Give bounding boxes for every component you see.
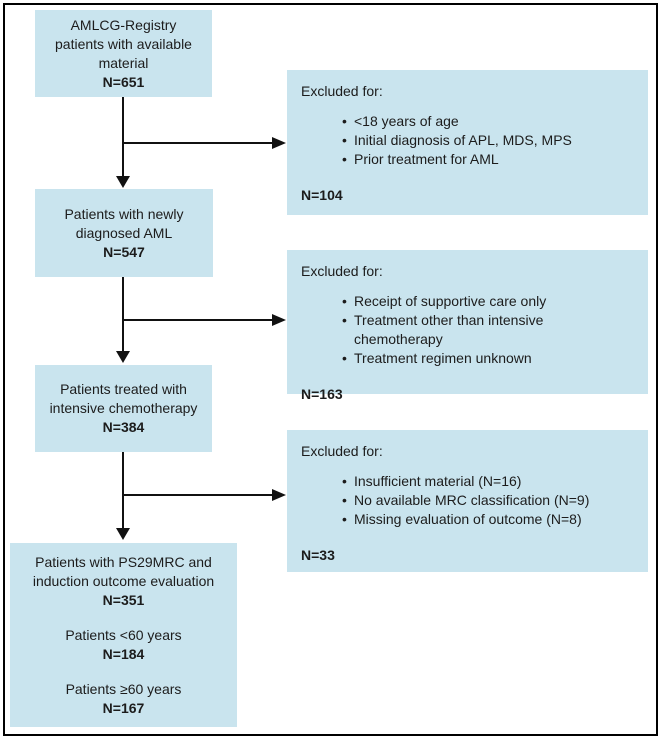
arrow-line-right-3 <box>122 494 272 496</box>
exclusion-list: • <18 years of age • Initial diagnosis o… <box>301 112 634 169</box>
box-line: Patients <60 years <box>65 626 182 643</box>
exclusion-item-text: Prior treatment for AML <box>354 151 499 167</box>
box-line: patients with available <box>55 35 192 52</box>
arrow-line-down-1 <box>122 97 124 177</box>
box-line: diagnosed AML <box>75 224 173 241</box>
bullet-icon: • <box>342 113 347 129</box>
exclusion-item-text: No available MRC classification (N=9) <box>354 492 590 508</box>
exclusion-header: Excluded for: <box>301 443 383 459</box>
box-line: Patients with newly <box>64 205 184 222</box>
arrow-line-right-1 <box>122 142 272 144</box>
exclusion-header: Excluded for: <box>301 83 383 99</box>
bullet-icon: • <box>342 132 347 148</box>
exclusion-item: • Missing evaluation of outcome (N=8) <box>301 510 634 529</box>
box-line: induction outcome evaluation <box>32 572 215 589</box>
exclusion-item: • Treatment other than intensive chemoth… <box>301 311 634 349</box>
box-line: AMLCG-Registry <box>70 16 177 33</box>
exclusion-item: • Treatment regimen unknown <box>301 349 634 368</box>
count-label: N=167 <box>102 699 145 716</box>
bullet-icon: • <box>342 492 347 508</box>
count-label: N=104 <box>301 187 343 203</box>
final-group-all: Patients with PS29MRC and induction outc… <box>10 553 237 610</box>
exclusion-item: • Insufficient material (N=16) <box>301 472 634 491</box>
arrowhead-right-1 <box>272 137 286 149</box>
flow-box-intensive-chemo: Patients treated with intensive chemothe… <box>35 365 212 452</box>
exclusion-list: • Insufficient material (N=16) • No avai… <box>301 472 634 529</box>
exclusion-item-text: <18 years of age <box>354 113 459 129</box>
box-line: Patients with PS29MRC and <box>35 553 212 570</box>
count-label: N=163 <box>301 386 343 402</box>
arrow-line-down-2 <box>122 277 124 352</box>
arrowhead-down-1 <box>116 176 130 188</box>
exclusion-item-text: Treatment regimen unknown <box>354 350 532 366</box>
count-label: N=547 <box>103 243 145 260</box>
arrowhead-down-3 <box>116 528 130 540</box>
flow-box-registry: AMLCG-Registry patients with available m… <box>35 10 212 97</box>
exclusion-item-text: Initial diagnosis of APL, MDS, MPS <box>354 132 572 148</box>
arrowhead-right-3 <box>272 489 286 501</box>
bullet-icon: • <box>342 350 347 366</box>
box-line: intensive chemotherapy <box>49 400 198 416</box>
exclusion-item: • <18 years of age <box>301 112 634 131</box>
count-label: N=33 <box>301 547 335 563</box>
count-label: N=351 <box>102 591 145 608</box>
exclusion-item: • Receipt of supportive care only <box>301 292 634 311</box>
count-label: N=651 <box>102 73 145 90</box>
flow-box-final: Patients with PS29MRC and induction outc… <box>10 543 237 727</box>
box-line: Patients treated with <box>60 381 187 397</box>
bullet-icon: • <box>342 473 347 489</box>
exclusion-box-3: Excluded for: • Insufficient material (N… <box>287 430 648 572</box>
bullet-icon: • <box>342 293 347 309</box>
exclusion-item-text: Treatment other than intensive chemother… <box>354 312 544 347</box>
bullet-icon: • <box>342 151 347 167</box>
flow-box-newly-diagnosed: Patients with newly diagnosed AML N=547 <box>35 189 213 277</box>
box-line: material <box>98 54 149 71</box>
exclusion-box-1: Excluded for: • <18 years of age • Initi… <box>287 70 648 215</box>
exclusion-item: • Prior treatment for AML <box>301 150 634 169</box>
bullet-icon: • <box>342 511 347 527</box>
exclusion-list: • Receipt of supportive care only • Trea… <box>301 292 634 368</box>
exclusion-item-text: Missing evaluation of outcome (N=8) <box>354 511 582 527</box>
exclusion-item: • Initial diagnosis of APL, MDS, MPS <box>301 131 634 150</box>
exclusion-header: Excluded for: <box>301 263 383 279</box>
exclusion-item-text: Receipt of supportive care only <box>354 293 547 309</box>
exclusion-item: • No available MRC classification (N=9) <box>301 491 634 510</box>
arrow-line-right-2 <box>122 319 272 321</box>
exclusion-item-text: Insufficient material (N=16) <box>354 473 522 489</box>
box-line: Patients ≥60 years <box>65 680 182 697</box>
count-label: N=384 <box>102 419 145 435</box>
arrow-line-down-3 <box>122 452 124 529</box>
bullet-icon: • <box>342 312 347 328</box>
arrowhead-down-2 <box>116 351 130 363</box>
final-group-under60: Patients <60 years N=184 <box>10 626 237 664</box>
count-label: N=184 <box>102 645 145 662</box>
arrowhead-right-2 <box>272 314 286 326</box>
final-group-60plus: Patients ≥60 years N=167 <box>10 680 237 718</box>
exclusion-box-2: Excluded for: • Receipt of supportive ca… <box>287 250 648 402</box>
